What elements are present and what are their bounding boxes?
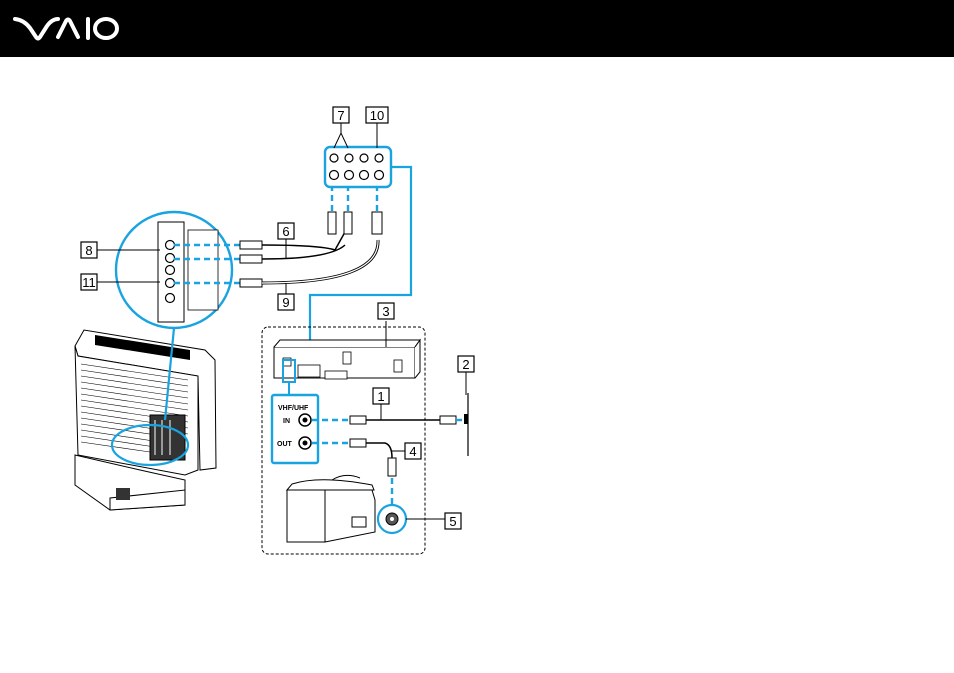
callout-4: 4 [405,443,421,459]
svg-text:4: 4 [409,444,416,459]
television [287,475,445,542]
svg-text:3: 3 [382,304,389,319]
vcr-out-label: OUT [277,441,293,448]
svg-text:8: 8 [85,243,92,258]
svg-text:5: 5 [449,514,456,529]
callout-10: 10 [366,107,388,123]
callout-6: 6 [278,223,294,239]
svg-text:6: 6 [282,224,289,239]
vcr-band-label: VHF/UHF [278,405,309,412]
vcr-av-output-panel [310,123,411,360]
callout-1: 1 [373,388,389,404]
connection-diagram: VHF/UHF IN OUT [0,57,954,673]
header-bar [0,0,954,57]
callout-3: 3 [378,303,394,319]
svg-text:7: 7 [337,108,344,123]
callout-2: 2 [458,356,474,372]
desktop-computer [75,330,216,510]
vaio-logo-icon [0,0,954,57]
callout-11: 11 [81,274,97,290]
antenna-wall-outlet [464,393,468,456]
svg-text:10: 10 [370,108,384,123]
svg-text:1: 1 [377,389,384,404]
callout-9: 9 [278,294,294,310]
svg-text:2: 2 [462,357,469,372]
callout-5: 5 [445,513,461,529]
callout-8: 8 [81,242,97,258]
callout-7: 7 [333,107,349,123]
svg-text:9: 9 [282,295,289,310]
vcr-in-label: IN [283,418,290,425]
svg-text:11: 11 [82,275,96,290]
